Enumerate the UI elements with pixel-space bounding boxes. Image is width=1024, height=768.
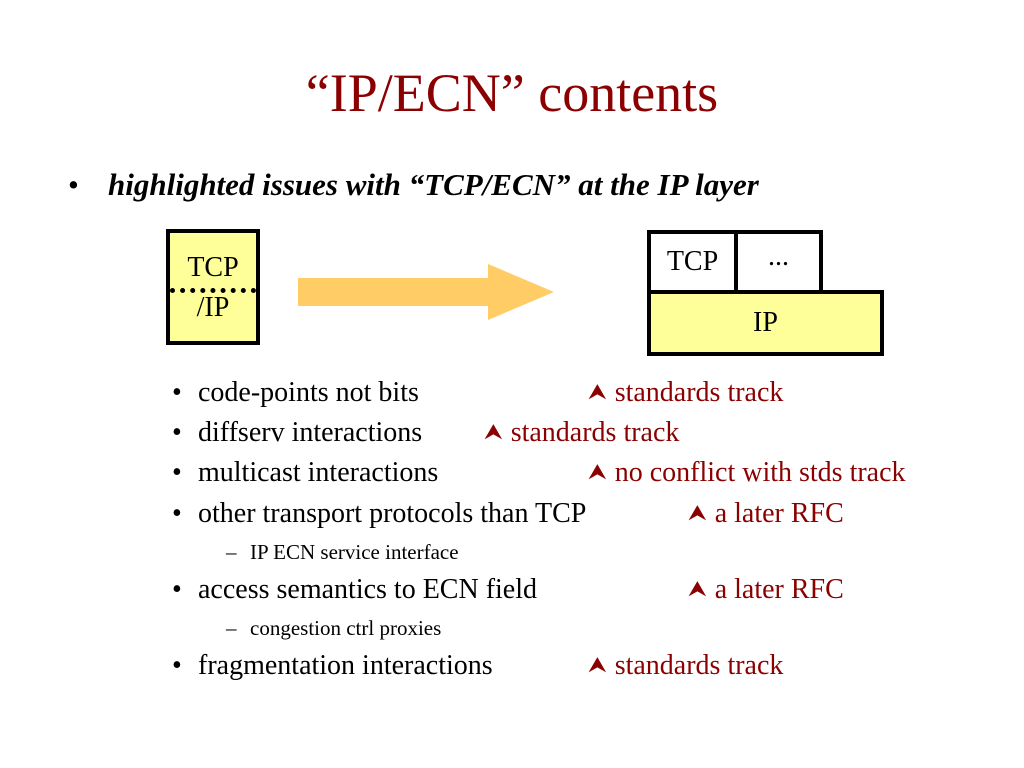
tcp-label: TCP <box>187 252 239 283</box>
dash-marker: – <box>226 616 237 640</box>
item-label: code-points not bits <box>198 377 419 408</box>
bullet-marker: • <box>172 498 182 529</box>
right-arrow-icon <box>298 264 554 320</box>
caret-up-icon: ⮝ <box>484 420 503 445</box>
item-result: ⮝standards track <box>588 650 784 681</box>
dash-marker: – <box>226 540 237 564</box>
bullet-marker: • <box>172 457 182 488</box>
item-result: ⮝standards track <box>484 417 680 448</box>
layer-other-box: ... <box>734 230 823 294</box>
item-label: other transport protocols than TCP <box>198 498 587 529</box>
bullet-marker: • <box>172 377 182 408</box>
item-result: ⮝a later RFC <box>688 498 844 529</box>
item-result: ⮝standards track <box>588 377 784 408</box>
tcpip-stack-box: TCP /IP <box>166 229 260 345</box>
layer-tcp-box: TCP <box>647 230 738 294</box>
item-label: access semantics to ECN field <box>198 574 538 605</box>
main-bullet-text: highlighted issues with “TCP/ECN” at the… <box>108 167 759 202</box>
bullet-marker: • <box>172 574 182 605</box>
bullet-marker: • <box>172 417 182 448</box>
item-label: diffserv interactions <box>198 417 423 448</box>
bullet-marker: • <box>68 167 79 202</box>
caret-up-icon: ⮝ <box>688 501 707 526</box>
item-result: ⮝no conflict with stds track <box>588 457 906 488</box>
item-result: ⮝a later RFC <box>688 574 844 605</box>
item-label: fragmentation interactions <box>198 650 493 681</box>
caret-up-icon: ⮝ <box>588 460 607 485</box>
caret-up-icon: ⮝ <box>588 380 607 405</box>
item-label: congestion ctrl proxies <box>250 616 442 640</box>
caret-up-icon: ⮝ <box>688 577 707 602</box>
item-label: IP ECN service interface <box>250 540 459 564</box>
slide-title: “IP/ECN” contents <box>305 63 719 123</box>
caret-up-icon: ⮝ <box>588 653 607 678</box>
layer-ip-box: IP <box>647 290 884 356</box>
tcpip-dotted-divider <box>170 288 256 293</box>
item-label: multicast interactions <box>198 457 439 488</box>
ip-label: /IP <box>196 292 230 323</box>
bullet-marker: • <box>172 650 182 681</box>
